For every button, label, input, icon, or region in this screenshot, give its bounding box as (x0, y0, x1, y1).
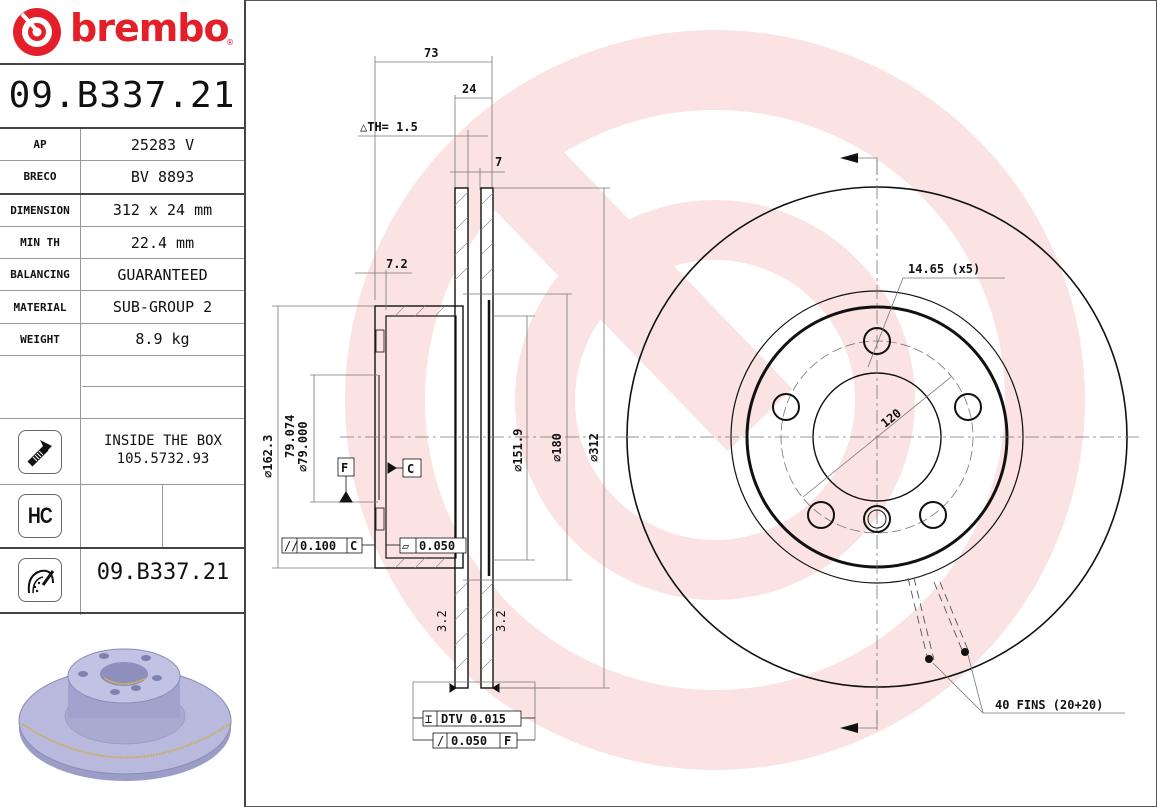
hc-icon: HC (18, 494, 62, 538)
spec-value: GUARANTEED (80, 258, 244, 292)
inside-the-box: INSIDE THE BOX 105.5732.93 (82, 432, 244, 468)
fins-label: 40 FINS (20+20) (995, 698, 1103, 712)
dim-center-bore-max: 79.074 (283, 415, 297, 458)
disc-caliper-icon (18, 558, 62, 602)
dim-inner-ring-diameter: ⌀151.9 (511, 429, 525, 472)
spec-value: 312 x 24 mm (80, 193, 244, 227)
part-number-title: 09.B337.21 (0, 65, 244, 129)
inside-box-part: 105.5732.93 (116, 451, 210, 467)
empty-row-divider (82, 386, 244, 387)
column-divider (80, 355, 81, 615)
brembo-watermark-icon (345, 30, 1085, 770)
roughness-left: 3.2 (435, 610, 449, 632)
row-divider (0, 612, 244, 614)
brand-name: brembo (70, 6, 230, 50)
spec-key: DIMENSION (0, 193, 81, 227)
dim-bolt-hole: 14.65 (x5) (908, 262, 980, 276)
runout-icon: / (437, 734, 444, 748)
dim-overall-height: 73 (424, 46, 438, 60)
spec-value: SUB-GROUP 2 (80, 290, 244, 324)
parallelism-value: 0.100 (300, 539, 336, 553)
dim-thickness: 24 (462, 82, 476, 96)
runout-datum: F (504, 734, 511, 748)
bottom-part-number: 09.B337.21 (96, 560, 230, 585)
hc-column-divider (162, 485, 163, 547)
dtv-value: DTV 0.015 (441, 712, 506, 726)
datum-c: C (407, 462, 414, 476)
parallelism-icon: // (284, 539, 298, 553)
spec-value: BV 8893 (80, 160, 244, 195)
screw-icon (18, 430, 62, 474)
dim-fin-offset: 7 (495, 155, 502, 169)
section-view (272, 56, 625, 749)
dtv-icon: ⌶ (425, 712, 432, 726)
spec-value: 8.9 kg (80, 323, 244, 357)
spec-key: MIN TH (0, 226, 81, 260)
spec-key: BRECO (0, 160, 81, 195)
row-divider (0, 484, 244, 485)
front-view (625, 153, 1140, 733)
dim-center-bore-min: ⌀79.000 (296, 421, 310, 472)
technical-drawing: 73 24 △TH= 1.5 7 7.2 ⌀162.3 79.074 ⌀79.0… (261, 30, 1140, 770)
brake-disc-3d-render (18, 648, 232, 781)
row-divider (0, 547, 244, 549)
brand-logo: brembo ® (0, 0, 244, 65)
brembo-logo-icon (13, 8, 61, 56)
spec-key: WEIGHT (0, 323, 81, 357)
flatness-icon: ▱ (402, 539, 410, 553)
runout-value: 0.050 (451, 734, 487, 748)
datum-f: F (341, 461, 348, 475)
dim-hat-outer-diameter: ⌀162.3 (261, 435, 275, 478)
spec-key: BALANCING (0, 258, 81, 292)
roughness-right: 3.2 (494, 610, 508, 632)
spec-key: MATERIAL (0, 290, 81, 324)
spec-value: 22.4 mm (80, 226, 244, 260)
dim-hat-wall: 7.2 (386, 257, 408, 271)
flatness-value: 0.050 (419, 539, 455, 553)
dim-friction-inner-diameter: ⌀180 (550, 433, 564, 462)
spec-value: 25283 V (80, 129, 244, 162)
dim-outer-diameter: ⌀312 (587, 433, 601, 462)
inside-box-label: INSIDE THE BOX (103, 433, 222, 449)
row-divider (0, 418, 244, 419)
spec-key: AP (0, 129, 81, 162)
dim-delta-th: △TH= 1.5 (360, 120, 418, 134)
parallelism-datum: C (350, 539, 357, 553)
registered-mark: ® (226, 38, 234, 47)
